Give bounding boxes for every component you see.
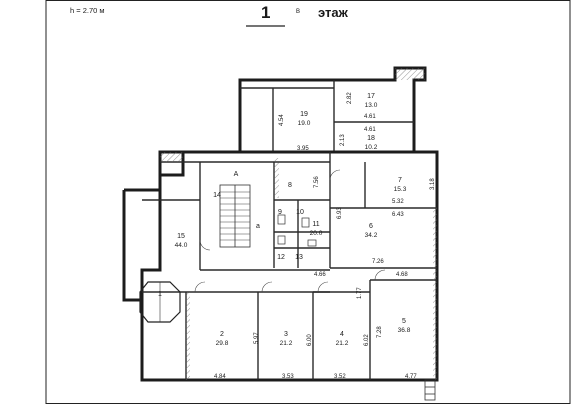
dim-4-66: 4.66 [314,272,326,278]
room-19-label: 19 [300,111,308,118]
north-annex [238,66,427,152]
floor-word: этаж [318,5,349,20]
height-note: h = 2.70 м [70,6,105,15]
dim-4-54: 4.54 [279,114,285,126]
room-18-area: 10.2 [365,144,378,151]
room-labels: 17 13.0 18 10.2 19 19.0 7 15.3 6 34.2 8 … [158,93,411,347]
room-4-label: 4 [340,331,344,338]
room-17-label: 17 [367,93,375,100]
room-3-area: 21.2 [280,340,293,347]
door-swings [194,169,386,293]
stamp-mark: B [296,9,300,15]
floor-number: 1 [261,3,270,22]
dim-2-13: 2.13 [340,134,346,146]
room-2-area: 29.8 [216,340,229,347]
room-12-label: 12 [277,254,285,261]
room-5-label: 5 [402,318,406,325]
dim-3-53: 3.53 [282,374,294,380]
dim-4-77: 4.77 [405,374,417,380]
room-a-label: а [256,223,260,230]
dim-4-61-b: 4.61 [364,127,376,133]
dim-6-93: 6.93 [337,207,343,219]
sanitary-fixtures [277,214,317,247]
room-6-label: 6 [369,223,373,230]
dim-3-95: 3.95 [297,146,309,152]
dim-4-61-a: 4.61 [364,114,376,120]
dim-3-52: 3.52 [334,374,346,380]
room-3-label: 3 [284,331,288,338]
room-10-label: 10 [296,209,304,216]
dim-4-68: 4.68 [396,272,408,278]
room-6-area: 34.2 [365,232,378,239]
dim-6-02: 6.02 [364,334,370,346]
room-14-label: 14 [213,192,221,199]
room-19-area: 19.0 [298,120,311,127]
room-13-label: 13 [295,254,303,261]
room-9-label: 9 [278,209,282,216]
dim-2-82: 2.82 [347,92,353,104]
dim-4-84: 4.84 [214,374,226,380]
room-8-label: 8 [288,182,292,189]
room-7-area: 15.3 [394,186,407,193]
dim-6-00: 6.00 [307,334,313,346]
room-15-area: 44.0 [175,242,188,249]
room-15-label: 15 [177,233,185,240]
room-1-label: 1 [158,291,162,298]
entrance-vestibule [139,281,181,323]
room-17-area: 13.0 [365,102,378,109]
room-7-label: 7 [398,177,402,184]
room-18-label: 18 [367,135,375,142]
room-A-label: А [234,171,239,178]
dim-5-97: 5.97 [254,332,260,344]
dim-6-43: 6.43 [392,212,404,218]
dim-7-56: 7.56 [314,176,320,188]
dim-1-77: 1.77 [357,287,363,299]
room-11-label: 11 [312,221,319,228]
south-east-exit [424,379,436,401]
room-4-area: 21.2 [336,340,349,347]
dim-5-32: 5.32 [392,199,404,205]
staircase [219,184,251,248]
room-11-area: 20.0 [310,230,323,237]
dim-7-28: 7.28 [377,326,383,338]
dim-3-18: 3.18 [430,178,436,190]
room-5-area: 36.8 [398,327,411,334]
dimension-labels: 2.82 4.61 4.61 2.13 4.54 3.95 7.56 3.18 … [214,92,436,380]
hatched-walls [160,152,437,380]
dim-7-26: 7.26 [372,259,384,265]
room-2-label: 2 [220,331,224,338]
